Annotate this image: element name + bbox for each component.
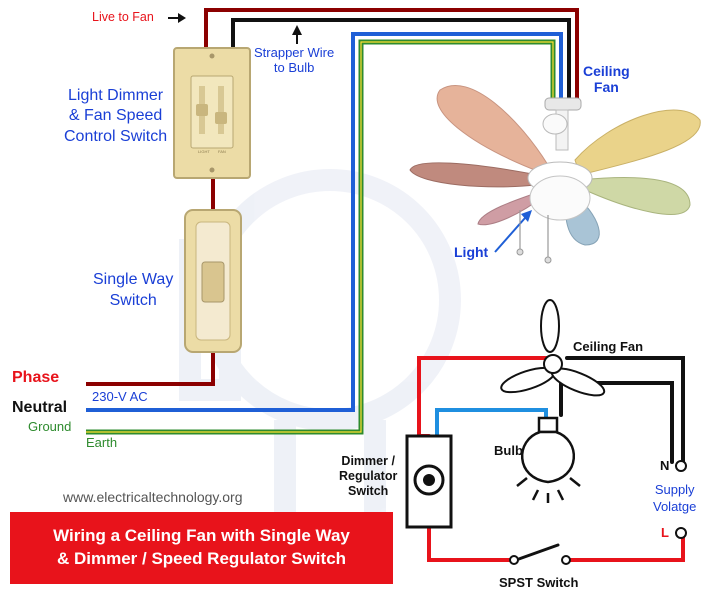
n-terminal-dot <box>675 460 687 472</box>
dimmer-wall-plate <box>173 47 251 179</box>
schem-live-left <box>427 525 514 562</box>
n-terminal-label: N <box>660 458 670 473</box>
schem-neutral-2 <box>559 381 674 464</box>
dimmer-regulator-1: Dimmer / <box>341 454 395 468</box>
supply-line-2: Volatge <box>653 498 697 514</box>
ground-wire-stripe <box>86 41 554 433</box>
light-label: Light <box>454 244 489 260</box>
dimmer-label: Light Dimmer & Fan Speed Control Switch <box>64 86 167 147</box>
schem-live <box>566 531 685 562</box>
ground-label: Ground <box>28 419 72 434</box>
schem-neutral <box>565 356 685 464</box>
live-to-fan-label: Live to Fan <box>92 10 154 24</box>
dimmer-regulator-3: Switch <box>348 484 389 498</box>
live-wire-top <box>204 8 579 103</box>
website-label: www.electricaltechnology.org <box>63 489 243 505</box>
dimmer-regulator-symbol <box>405 434 453 529</box>
earth-label: Earth <box>86 435 118 450</box>
strapper-wire <box>231 18 571 103</box>
single-way-label: Single Way Switch <box>93 270 173 312</box>
schem-bulb-wire <box>435 408 548 438</box>
ceiling-fan-image-label: Ceiling Fan <box>583 63 630 95</box>
title-line-1: Wiring a Ceiling Fan with Single Way <box>53 526 350 546</box>
spst-lever <box>514 543 560 562</box>
plate-text-right: FAN <box>218 149 226 154</box>
dimmer-label-2: & Fan Speed <box>68 107 163 125</box>
single-way-label-1: Single Way <box>93 271 174 288</box>
ceiling-fan-label-1: Ceiling <box>583 63 630 79</box>
schematic-bulb <box>516 416 581 503</box>
strapper-wire-line1: Strapper Wire <box>254 45 335 60</box>
spst-switch-label: SPST Switch <box>499 575 579 590</box>
title-banner: Wiring a Ceiling Fan with Single Way & D… <box>10 512 393 584</box>
dimmer-regulator-2: Regulator <box>339 469 398 483</box>
l-terminal-dot <box>675 527 687 539</box>
supply-voltage-label: Supply Volatge <box>653 482 696 516</box>
live-wire <box>86 352 215 386</box>
plate-text-left: LIGHT <box>198 149 210 154</box>
ceiling-fan-label-2: Fan <box>593 79 619 96</box>
dimmer-label-3: Control Switch <box>64 127 168 145</box>
schematic-fan-label: Ceiling Fan <box>573 339 644 354</box>
ac-230-label: 230-V AC <box>92 389 148 404</box>
strapper-wire-label: Strapper Wire to Bulb <box>254 45 335 76</box>
schematic-fan-symbol <box>500 299 606 397</box>
strapper-wire-line2: to Bulb <box>273 59 315 75</box>
title-line-2: & Dimmer / Speed Regulator Switch <box>56 549 347 568</box>
dimmer-regulator-label: Dimmer / Regulator Switch <box>339 454 397 499</box>
bulb-label: Bulb <box>494 443 523 458</box>
ceiling-fan-image <box>409 84 701 264</box>
live-arrow <box>178 13 186 23</box>
neutral-label: Neutral <box>12 399 68 416</box>
single-way-switch <box>184 209 242 353</box>
strapper-arrow <box>292 25 302 35</box>
neutral-wire <box>86 32 563 412</box>
dimmer-label-1: Light Dimmer <box>68 87 164 104</box>
phase-label: Phase <box>12 369 60 386</box>
l-terminal-label: L <box>661 525 669 540</box>
single-way-label-2: Switch <box>109 291 157 309</box>
supply-line-1: Supply <box>654 482 695 497</box>
